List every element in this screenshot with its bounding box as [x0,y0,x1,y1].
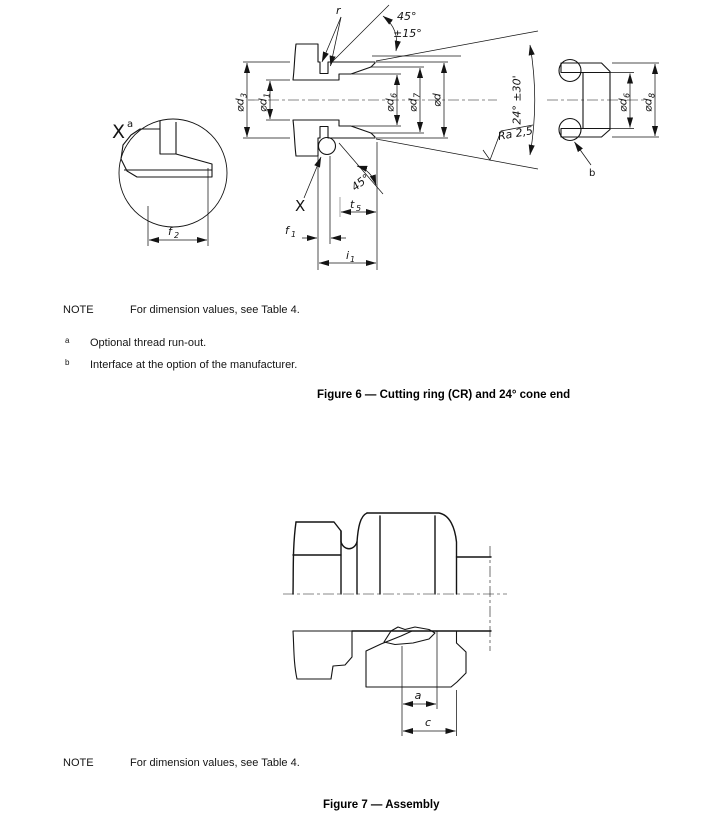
ring-lower-band [560,127,611,138]
x-detail-label: X [295,197,305,215]
dim-label-d: ⌀d [431,92,444,107]
dim-label-f2-sub: 2 [174,231,179,240]
dim-label-f2: f [168,225,174,238]
body-lower-half [292,119,376,157]
dim-t5: t 5 [339,142,378,270]
mouth-angle-label: 45° [349,171,372,193]
dim-f1: f 1 [285,155,346,270]
dim-label-d6: ⌀d [384,97,397,112]
detail-ref-sup: a [127,119,133,130]
dim-label-i1: i [346,249,349,262]
footnote-b-marker: b [65,358,70,367]
figure7-drawing: a c [283,512,507,736]
cutting-ring-view: ⌀d 6 ⌀d 8 b [547,58,659,179]
leader-b-label: b [589,168,595,179]
detail-section [120,128,213,178]
dim-label-t5-sub: 5 [356,204,361,213]
cone-angle-dim: 24° ±30' [375,30,539,170]
figure7-note-text: For dimension values, see Table 4. [130,757,300,769]
cone-angle-label: 24° ±30' [511,75,524,124]
ring-upper-band [560,62,611,74]
figure7-note-label: NOTE [63,757,94,769]
dim-label-d3-sub: 3 [240,93,249,98]
body-section [292,630,353,680]
figure6-note-label: NOTE [63,304,94,316]
radius-label: r [336,4,342,17]
dim-label-f1: f [285,224,291,237]
nut-section [365,630,467,688]
chamfer-angle-value: 45° [397,10,417,23]
x-detail-leader: X [295,156,322,215]
dim-i1: i 1 [318,249,377,267]
surface-roughness-label: Ra 2,5 [497,124,534,143]
figure7-caption: Figure 7 — Assembly [323,799,440,811]
cutting-ring-section [383,626,436,646]
detail-ref-label: X [112,121,125,143]
leader-b: b [574,141,595,179]
radius-leader: r [321,4,342,67]
dim-a: a [401,631,438,736]
dim-label-d7: ⌀d [407,97,420,112]
dim-label-d3: ⌀d [234,97,247,112]
dim-label-ring-d8: ⌀d [642,97,655,112]
dim-ring-d6: ⌀d 6 [584,72,634,129]
dim-label-d7-sub: 7 [413,92,422,98]
assembly-view: a c [283,512,507,736]
detail-slot-lines [159,121,177,154]
mouth-angle-dim: 45° [338,142,384,195]
figure6-note-text: For dimension values, see Table 4. [130,304,300,316]
ring-bead-bottom [558,117,582,142]
dim-label-ring-d6: ⌀d [617,97,630,112]
chamfer-angle-tol: ±15° [393,27,422,40]
dim-label-ring-d8-sub: 8 [648,93,657,98]
body-section-view [248,43,497,157]
body-upper-half [292,43,376,81]
footnote-b-text: Interface at the option of the manufactu… [90,359,298,371]
dim-label-t5: t [350,198,355,211]
dim-label-f1-sub: 1 [291,230,296,239]
dim-d7: ⌀d 7 [370,66,424,134]
detail-view: X a f 2 [112,118,228,246]
assembly-outline-top [292,512,492,595]
dim-label-ring-d6-sub: 6 [623,93,632,98]
figure6-drawing: ⌀d 3 ⌀d 1 ⌀d 6 ⌀d 7 [112,4,659,270]
surface-roughness-symbol: Ra 2,5 [482,124,534,161]
dim-label-d6-sub: 6 [390,93,399,98]
seal-detail-circle [317,136,337,156]
chamfer-angle-dim: 45° ±15° [330,4,461,64]
dim-ring-d8: ⌀d 8 [612,62,659,138]
dim-label-c: c [425,716,431,729]
detail-view-circle [118,118,228,228]
dim-label-i1-sub: 1 [350,255,355,264]
footnote-a-text: Optional thread run-out. [90,337,207,349]
dim-d3: ⌀d 3 [234,61,290,139]
dim-label-a: a [415,689,422,702]
dim-label-d1-sub: 1 [263,93,272,98]
dim-label-d1: ⌀d [257,97,270,112]
figure6-caption: Figure 6 — Cutting ring (CR) and 24° con… [317,389,571,401]
ring-bead-top [558,58,582,83]
dim-d: ⌀d [376,61,448,139]
dim-d1: ⌀d 1 [257,79,290,121]
dim-f2: f 2 [147,168,209,246]
dim-d6: ⌀d 6 [352,73,401,127]
footnote-a-marker: a [65,336,70,345]
dim-c: c [402,690,457,736]
